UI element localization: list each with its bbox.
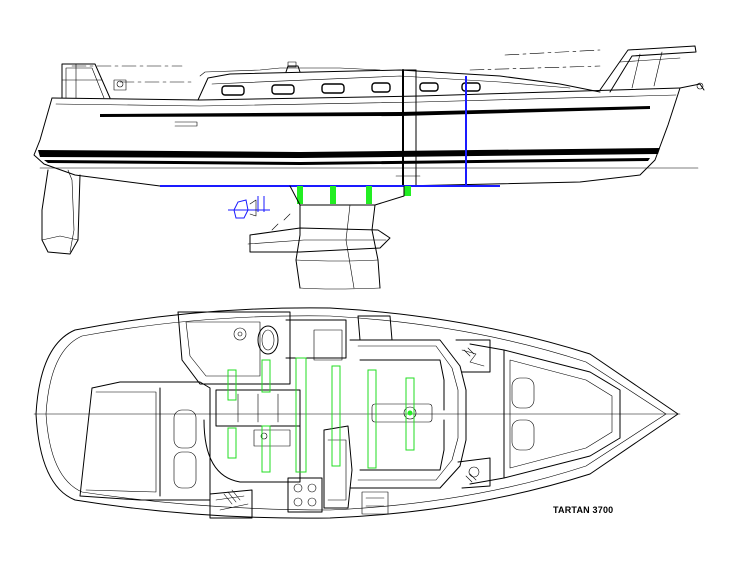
portlights (221, 82, 481, 96)
plan-view (33, 307, 681, 519)
keel (289, 185, 405, 206)
cockpit (79, 381, 211, 501)
reference-lines (71, 49, 601, 83)
tank-markers-profile (297, 186, 411, 204)
profile-view (33, 45, 705, 290)
stern-pulpit (61, 63, 127, 99)
tank-outlines-plan (227, 357, 415, 473)
propeller (228, 196, 270, 219)
salon (203, 339, 467, 489)
deck-outline (35, 307, 679, 519)
galley (209, 425, 389, 519)
sheer-line (51, 87, 681, 101)
aft-cabin (177, 311, 393, 385)
mast (395, 69, 421, 186)
bow-pulpit (599, 45, 705, 93)
cove-stripe (100, 106, 650, 117)
coachroof (197, 69, 601, 101)
hull-outline (33, 87, 681, 187)
hatching (223, 347, 477, 505)
boot-stripe (38, 148, 660, 158)
model-name-label: TARTAN 3700 (553, 505, 614, 515)
rudder (41, 169, 81, 255)
forward-cabin (455, 339, 621, 489)
